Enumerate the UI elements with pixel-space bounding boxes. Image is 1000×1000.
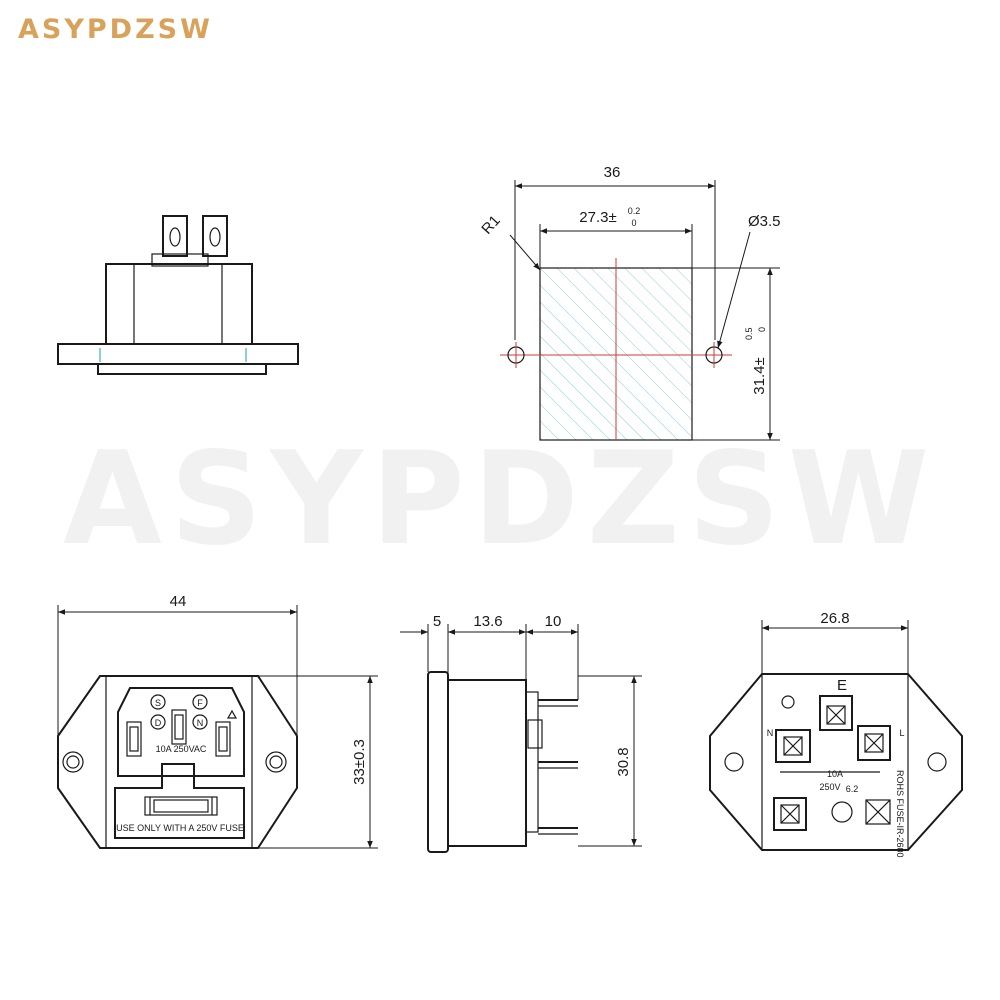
ground-icon (781, 695, 795, 709)
cutout-inner-tol-lower: 0 (631, 218, 636, 228)
live-terminal-label: L (899, 728, 904, 738)
side-view (400, 624, 642, 853)
cutout-inner-tol-upper: 0.2 (628, 206, 641, 216)
rear-rating-amps: 10A (827, 769, 843, 779)
cutout-radius-label: R1 (478, 212, 503, 238)
front-rating-label: 10A 250VAC (156, 744, 207, 754)
rear-rating-sub: 6.2 (846, 784, 859, 794)
side-dim-5: 5 (433, 613, 441, 630)
side-height-label: 30.8 (615, 747, 632, 776)
cutout-height-label: 31.4± (751, 357, 768, 394)
rear-width-label: 26.8 (820, 610, 849, 627)
rear-vertical-text: ROHS FUSE-IR-2600 (895, 770, 905, 858)
side-dim-13-6: 13.6 (473, 613, 502, 630)
cutout-height-tol-lower: 0 (757, 327, 767, 332)
rear-rating-volts: 250V (819, 782, 840, 792)
earth-terminal-label: E (837, 677, 847, 694)
cutout-hole-label: Ø3.5 (748, 213, 781, 230)
switch-label-n: N (197, 718, 204, 728)
brand-logo: ASYPDZSW (18, 14, 213, 45)
top-side-view (57, 215, 299, 375)
side-dim-10: 10 (545, 613, 562, 630)
switch-label-s: S (155, 698, 161, 708)
front-view: S D F N 10A 250VAC USE ONLY WITH A 250V … (57, 605, 378, 849)
warning-icon (226, 709, 238, 719)
cutout-inner-width-label: 27.3± (579, 209, 616, 226)
rear-view: E N L 10A 250V 6.2 ROHS FUSE-IR-2600 (709, 620, 963, 858)
front-height-label: 33±0.3 (351, 739, 368, 785)
cutout-width-label: 36 (604, 164, 621, 181)
panel-cutout-view (500, 180, 780, 441)
switch-label-d: D (155, 718, 162, 728)
switch-label-f: F (197, 698, 203, 708)
cutout-height-tol-upper: 0.5 (744, 327, 754, 340)
front-width-label: 44 (170, 593, 187, 610)
neutral-terminal-label: N (767, 728, 774, 738)
fuse-warning-label: USE ONLY WITH A 250V FUSE (116, 823, 244, 833)
